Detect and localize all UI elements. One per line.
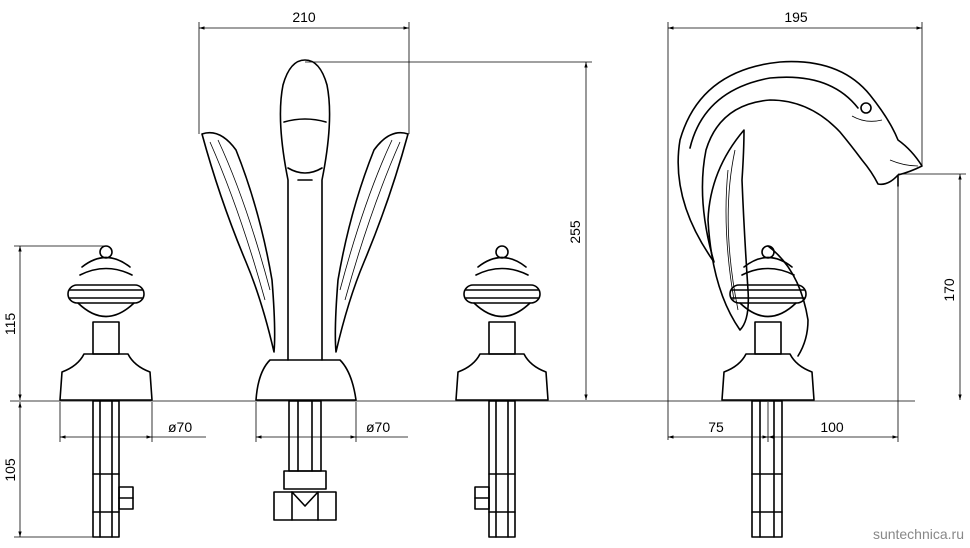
dim-side-right: 100 bbox=[820, 419, 844, 435]
dim-base-diameter-left: ø70 bbox=[168, 419, 192, 435]
dim-side-left: 75 bbox=[708, 419, 724, 435]
left-handle bbox=[59, 245, 153, 538]
dim-total-height: 255 bbox=[567, 220, 583, 244]
dim-spout-height: 170 bbox=[941, 278, 957, 302]
watermark: suntechnica.ru bbox=[872, 526, 964, 542]
side-view-swan bbox=[677, 60, 923, 538]
center-spout bbox=[201, 59, 409, 521]
dim-handle-height: 115 bbox=[2, 313, 18, 336]
dim-below-deck: 105 bbox=[2, 458, 18, 482]
dim-front-width: 210 bbox=[292, 9, 316, 25]
dim-base-diameter-right: ø70 bbox=[366, 419, 390, 435]
right-handle bbox=[455, 245, 549, 538]
dim-side-width: 195 bbox=[784, 9, 808, 25]
